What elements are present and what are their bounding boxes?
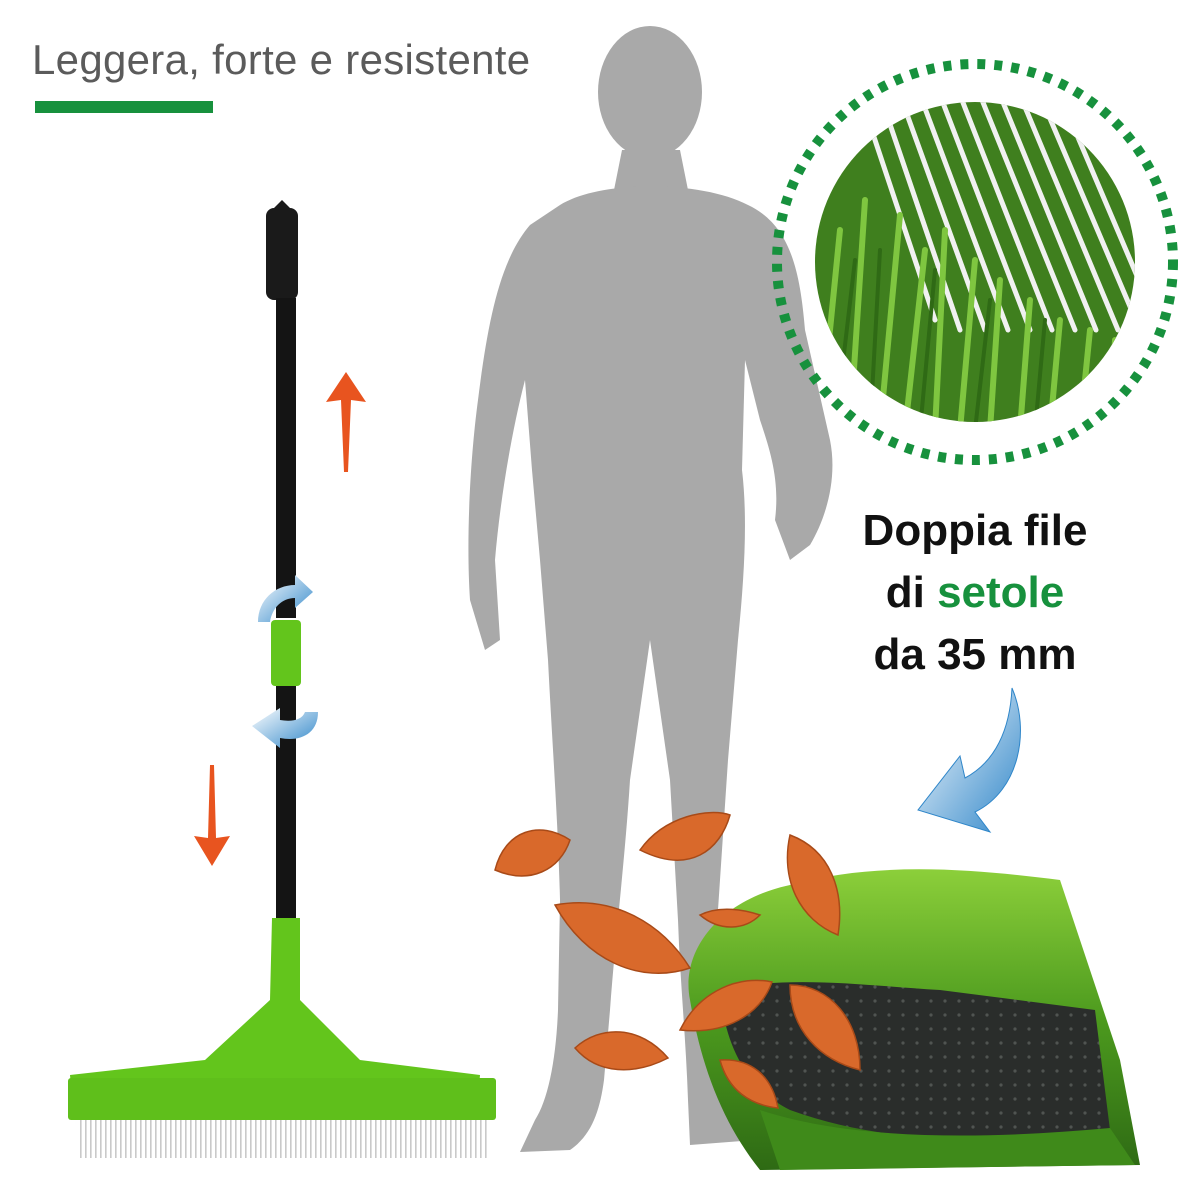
- up-arrow-icon: [326, 372, 366, 472]
- leaf-icon: [494, 811, 861, 1109]
- callout-line-3: da 35 mm: [873, 630, 1077, 679]
- broom: [68, 200, 496, 1158]
- rotate-arrow-icon: [252, 575, 318, 748]
- bristles-callout: Doppia file di setole da 35 mm: [830, 500, 1120, 686]
- callout-line-2: di setole: [830, 562, 1120, 624]
- headline: Leggera, forte e resistente: [32, 36, 531, 83]
- headline-underline: [35, 101, 213, 113]
- curved-arrow-icon: [917, 687, 1021, 833]
- person-silhouette: [468, 26, 833, 1152]
- down-arrow-icon: [194, 765, 230, 866]
- callout-line-1: Doppia file: [862, 506, 1088, 555]
- bristles-closeup: [772, 59, 1178, 465]
- callout-accent-word: setole: [937, 568, 1065, 617]
- callout-line-2-prefix: di: [885, 568, 938, 617]
